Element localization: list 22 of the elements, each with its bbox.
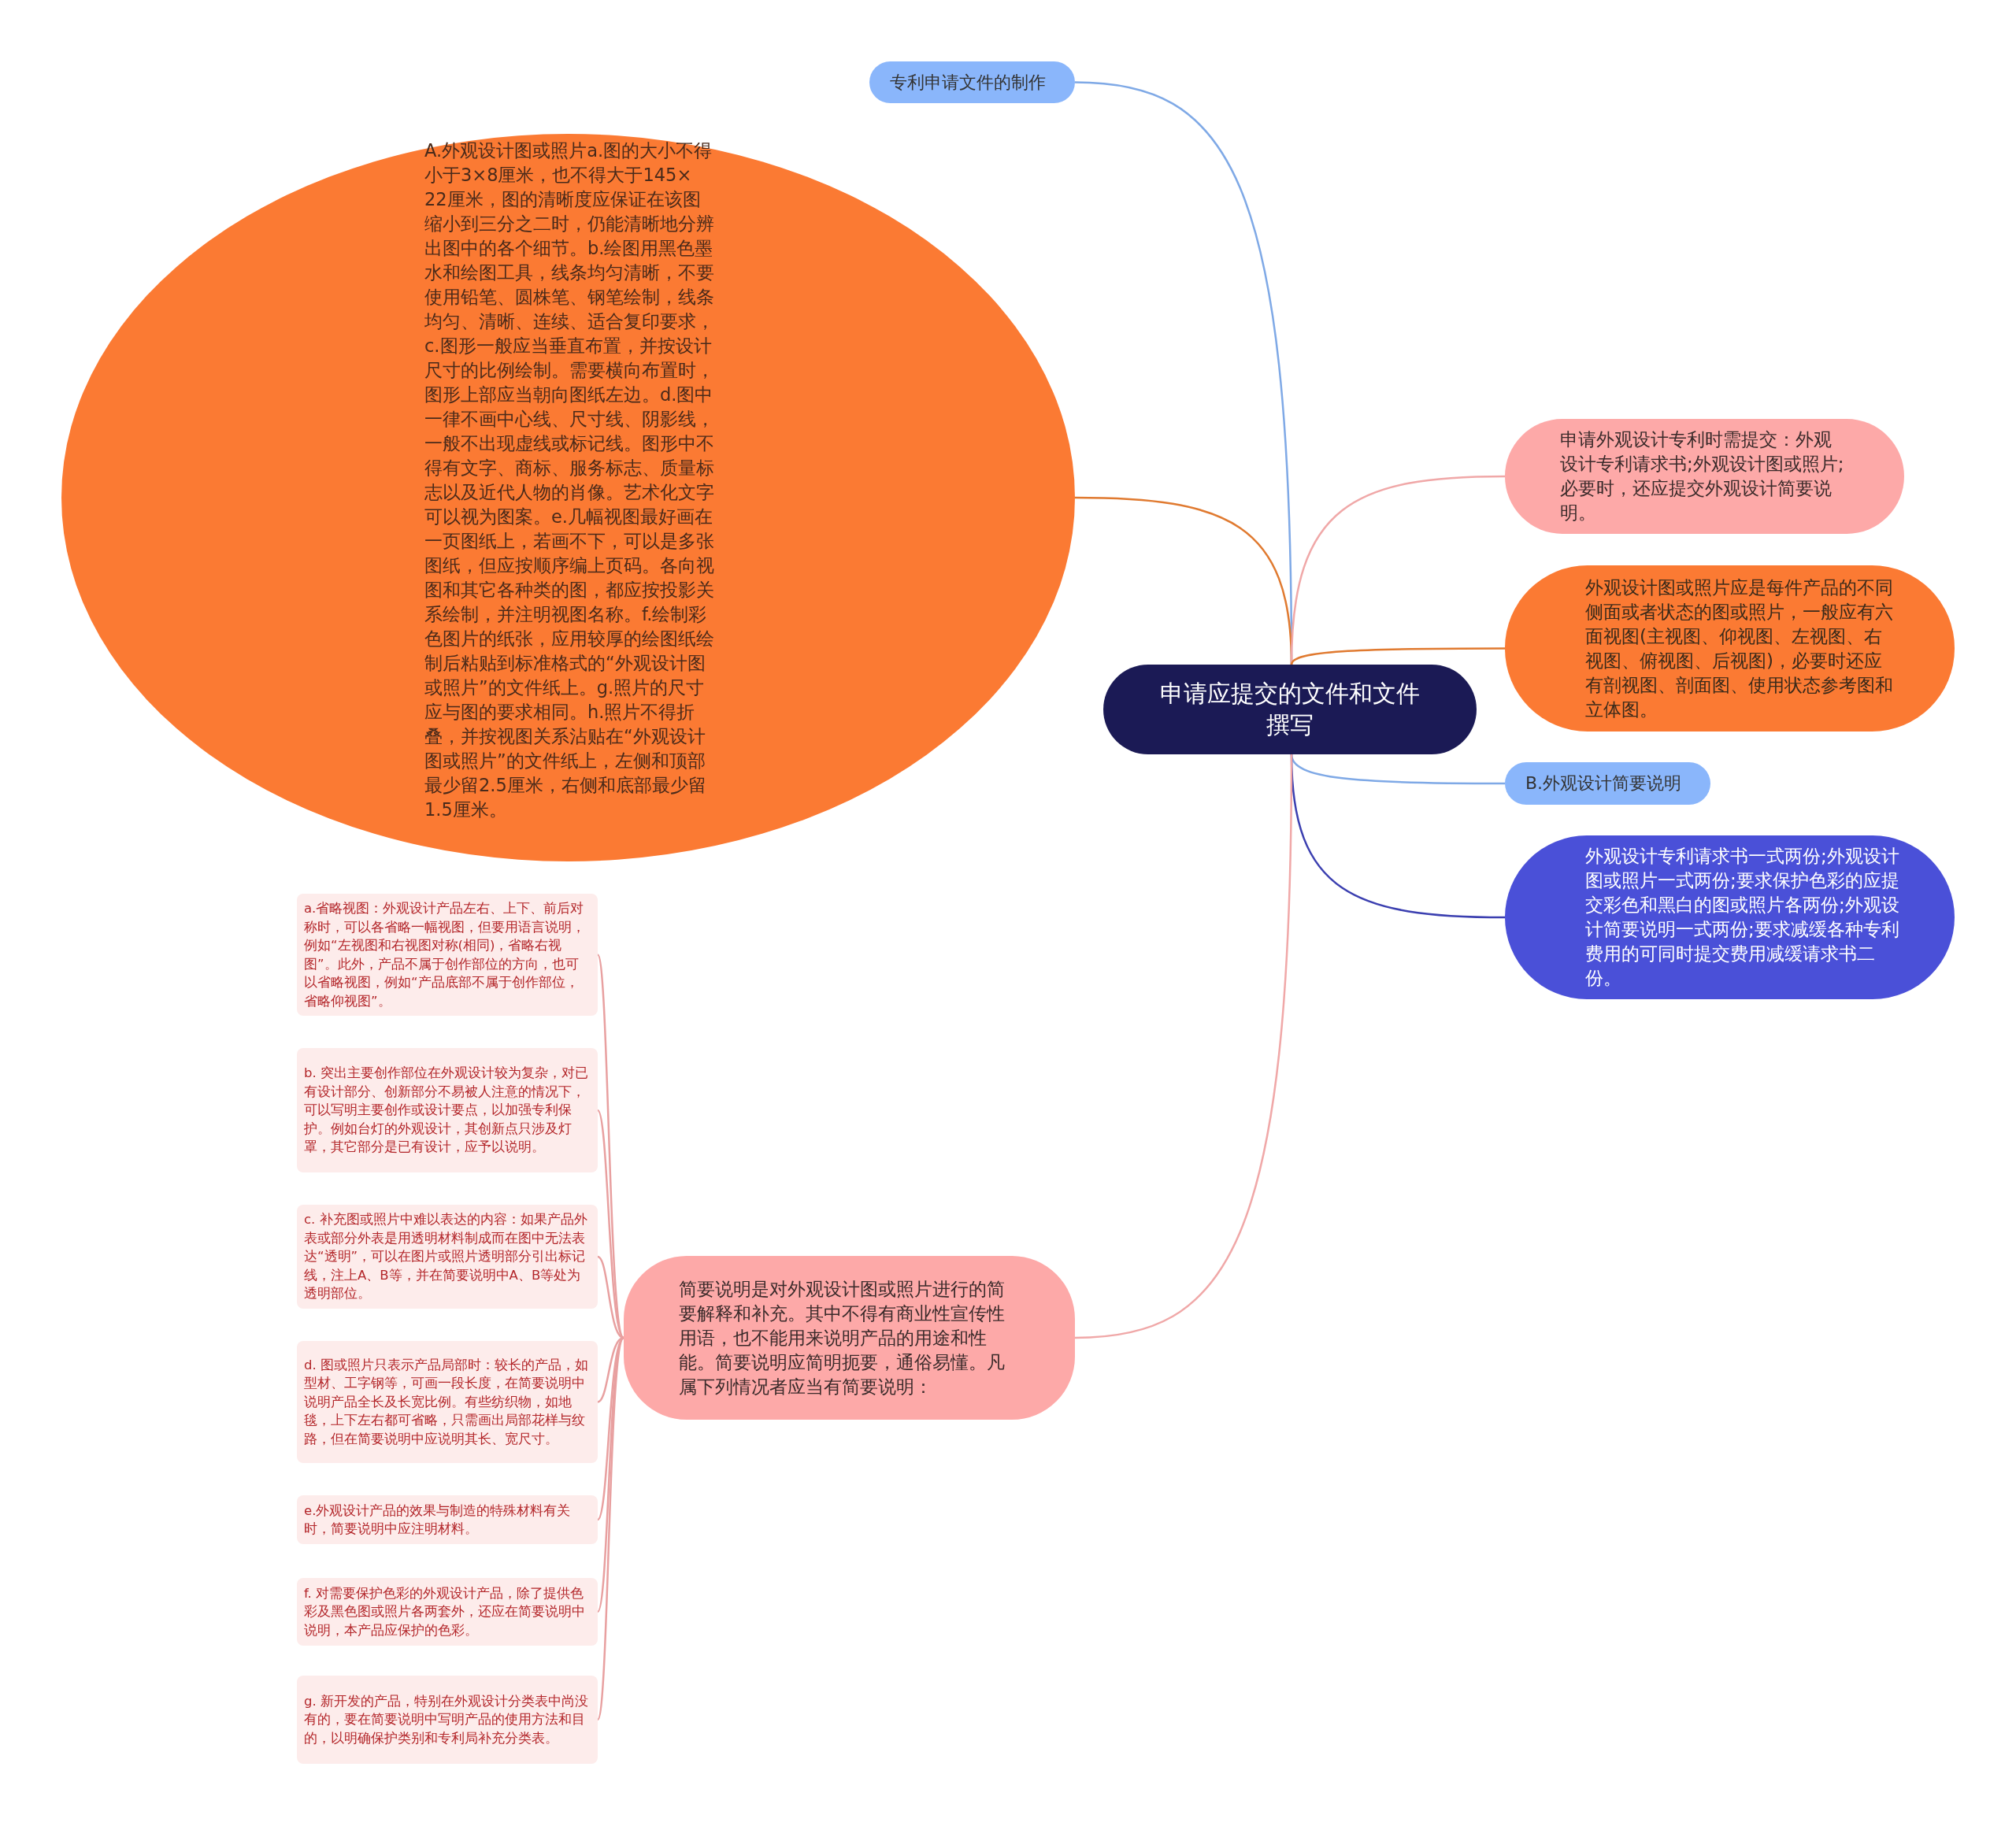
note-card: c. 补充图或照片中难以表达的内容：如果产品外表或部分外表是用透明材料制成而在图中无法表达“透明”，可以在图片或照片透明部分引出标记线，注上A、B等，并在简要说明中A、B等处为透明部位。 [297,1205,598,1309]
note-card: d. 图或照片只表示产品局部时：较长的产品，如型材、工字钢等，可画一段长度，在简要说明中说明产品全长及长宽比例。有些纺织物，如地毯，上下左右都可省略，只需画出局部花样与纹路，但在简要说明中应说明其长、宽尺寸。 [297,1341,598,1463]
connector-line [596,1109,624,1339]
note-card: g. 新开发的产品，特别在外观设计分类表中尚没有的，要在简要说明中写明产品的使用方法和目的，以明确保护类别和专利局补充分类表。 [297,1676,598,1764]
note-card: f. 对需要保护色彩的外观设计产品，除了提供色彩及黑色图或照片各两套外，还应在简要说明中说明，本产品应保护的色彩。 [297,1578,598,1646]
connector-line [596,1337,625,1720]
topic-box: 申请外观设计专利时需提交：外观设计专利请求书;外观设计图或照片;必要时，还应提交外观设计简要说明。 [1505,419,1904,534]
connector-line [597,1255,624,1339]
topic-box: 简要说明是对外观设计图或照片进行的简要解释和补充。其中不得有商业性宣传性用语，也不能用来说明产品的用途和性能。简要说明应简明扼要，通俗易懂。凡属下列情况者应当有简要说明： [624,1256,1075,1420]
topic-box: 专利申请文件的制作 [869,61,1075,103]
topic-box: B.外观设计简要说明 [1505,762,1710,805]
note-card: b. 突出主要创作部位在外观设计较为复杂，对已有设计部分、创新部分不易被人注意的情况下，可以写明主要创作或设计要点，以加强专利保护。例如台灯的外观设计，其创新点只涉及灯罩，其它部分是已有设计，应予以说明。 [297,1048,598,1172]
note-card: a.省略视图：外观设计产品左右、上下、前后对称时，可以各省略一幅视图，但要用语言说明，例如“左视图和右视图对称(相同)，省略右视图”。此外，产品不属于创作部位的方向，也可以省略视图，例如“产品底部不属于创作部位，省略仰视图”。 [297,894,598,1016]
topic-box: 外观设计图或照片应是每件产品的不同侧面或者状态的图或照片，一般应有六面视图(主视图、仰视图、左视图、右视图、俯视图、后视图)，必要时还应有剖视图、剖面图、使用状态参考图和立体图。 [1505,565,1955,732]
connector-line [596,954,625,1339]
connector-line [596,1337,625,1613]
connector-line [1074,754,1293,1339]
note-card: e.外观设计产品的效果与制造的特殊材料有关时，简要说明中应注明材料。 [297,1495,598,1544]
central-topic-box: 申请应提交的文件和文件撰写 [1103,665,1477,754]
topic-box: 外观设计专利请求书一式两份;外观设计图或照片一式两份;要求保护色彩的应提交彩色和黑白的图或照片各两份;外观设计简要说明一式两份;要求减缓各种专利费用的可同时提交费用减缓请求书二份。 [1505,835,1955,999]
connector-line [1290,647,1505,665]
topic-text: A.外观设计图或照片a.图的大小不得小于3×8厘米，也不得大于145× 22厘米，图的清晰度应保证在该图缩小到三分之二时，仍能清晰地分辨出图中的各个细节。b.绘图用黑色墨水和绘图工具，线条均匀清晰，不要使用铅笔、圆株笔、钢笔绘制，线条均匀、清晰、连续、适合复印要求，c.图形一般应当垂直布置，并按设计尺寸的比例绘制。需要横向布置时，图形上部应当朝向图纸左边。d.图中一律不画中心线、尺寸线、阴影线，一般不出现虚线或标记线。图形中不得有文字、商标、服务标志、质量标志以及近代人物的肖像。艺术化文字可以视为图案。e.几幅视图最好画在一页图纸上，若画不下，可以是多张图纸，但应按顺序编上页码。各向视图和其它各种类的图，都应按投影关系绘制，并注明视图名称。f.绘制彩色图片的纸张，应用较厚的绘图纸绘制后粘贴到标准格式的“外观设计图或照片”的文件纸上。g.照片的尺寸应与图的要求相同。h.照片不得折叠，并按视图关系沾贴在“外观设计图或照片”的文件纸上，左侧和顶部最少留2.5厘米，右侧和底部最少留1.5厘米。 [424,139,714,821]
